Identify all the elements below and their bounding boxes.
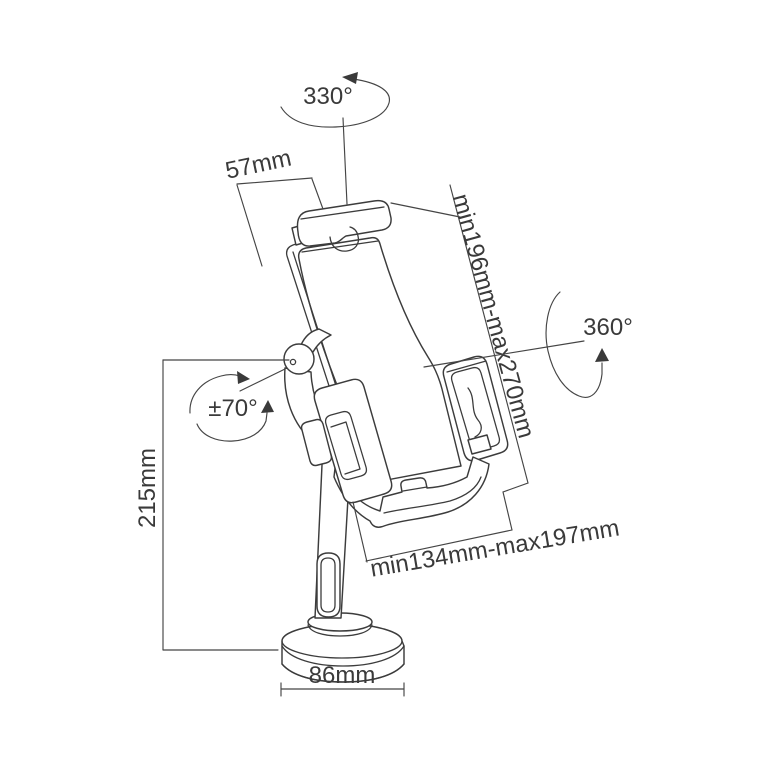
rotation-330-arrowhead bbox=[342, 72, 358, 84]
rotation-330-arc bbox=[280, 78, 390, 128]
dim-width-range-label: min134mm-max197mm bbox=[368, 514, 621, 582]
tilt-70-arc-top bbox=[189, 373, 241, 414]
rotation-360-leader-line bbox=[423, 340, 585, 368]
bottom-bracket bbox=[333, 456, 490, 528]
dim-86mm-label: 86mm bbox=[309, 662, 376, 689]
dim-215mm-label: 215mm bbox=[134, 448, 161, 528]
rotation-360-arrowhead bbox=[595, 348, 609, 362]
annotation-dim-86mm: 86mm bbox=[280, 662, 405, 697]
pole-slot bbox=[316, 552, 341, 618]
annotation-rotation-360: 360° bbox=[423, 291, 633, 398]
rotation-330-label: 330° bbox=[303, 83, 353, 110]
rotation-360-label: 360° bbox=[583, 314, 633, 341]
dim-57mm-label: 57mm bbox=[223, 145, 294, 185]
pivot-strut bbox=[300, 328, 332, 353]
annotation-tilt-70: ±70° bbox=[189, 368, 286, 442]
pivot-screw bbox=[289, 358, 297, 366]
rotation-330-axis-line bbox=[342, 117, 348, 205]
annotation-dim-215mm: 215mm bbox=[134, 359, 290, 651]
right-grip-arm bbox=[442, 355, 509, 462]
clamp-hook bbox=[329, 226, 360, 252]
tilt-70-leader-line bbox=[239, 368, 286, 392]
stand-device bbox=[281, 199, 509, 683]
rotation-360-arc bbox=[545, 291, 603, 398]
left-grip-arm bbox=[300, 378, 393, 504]
left-grip-tab bbox=[300, 418, 333, 467]
pivot-joint bbox=[283, 343, 315, 375]
annotation-rotation-330: 330° bbox=[280, 72, 390, 205]
top-clamp bbox=[291, 199, 392, 252]
plate-edge-lines bbox=[301, 240, 379, 253]
tilt-70-label: ±70° bbox=[208, 395, 257, 422]
tilt-70-arc-bottom bbox=[196, 412, 268, 442]
